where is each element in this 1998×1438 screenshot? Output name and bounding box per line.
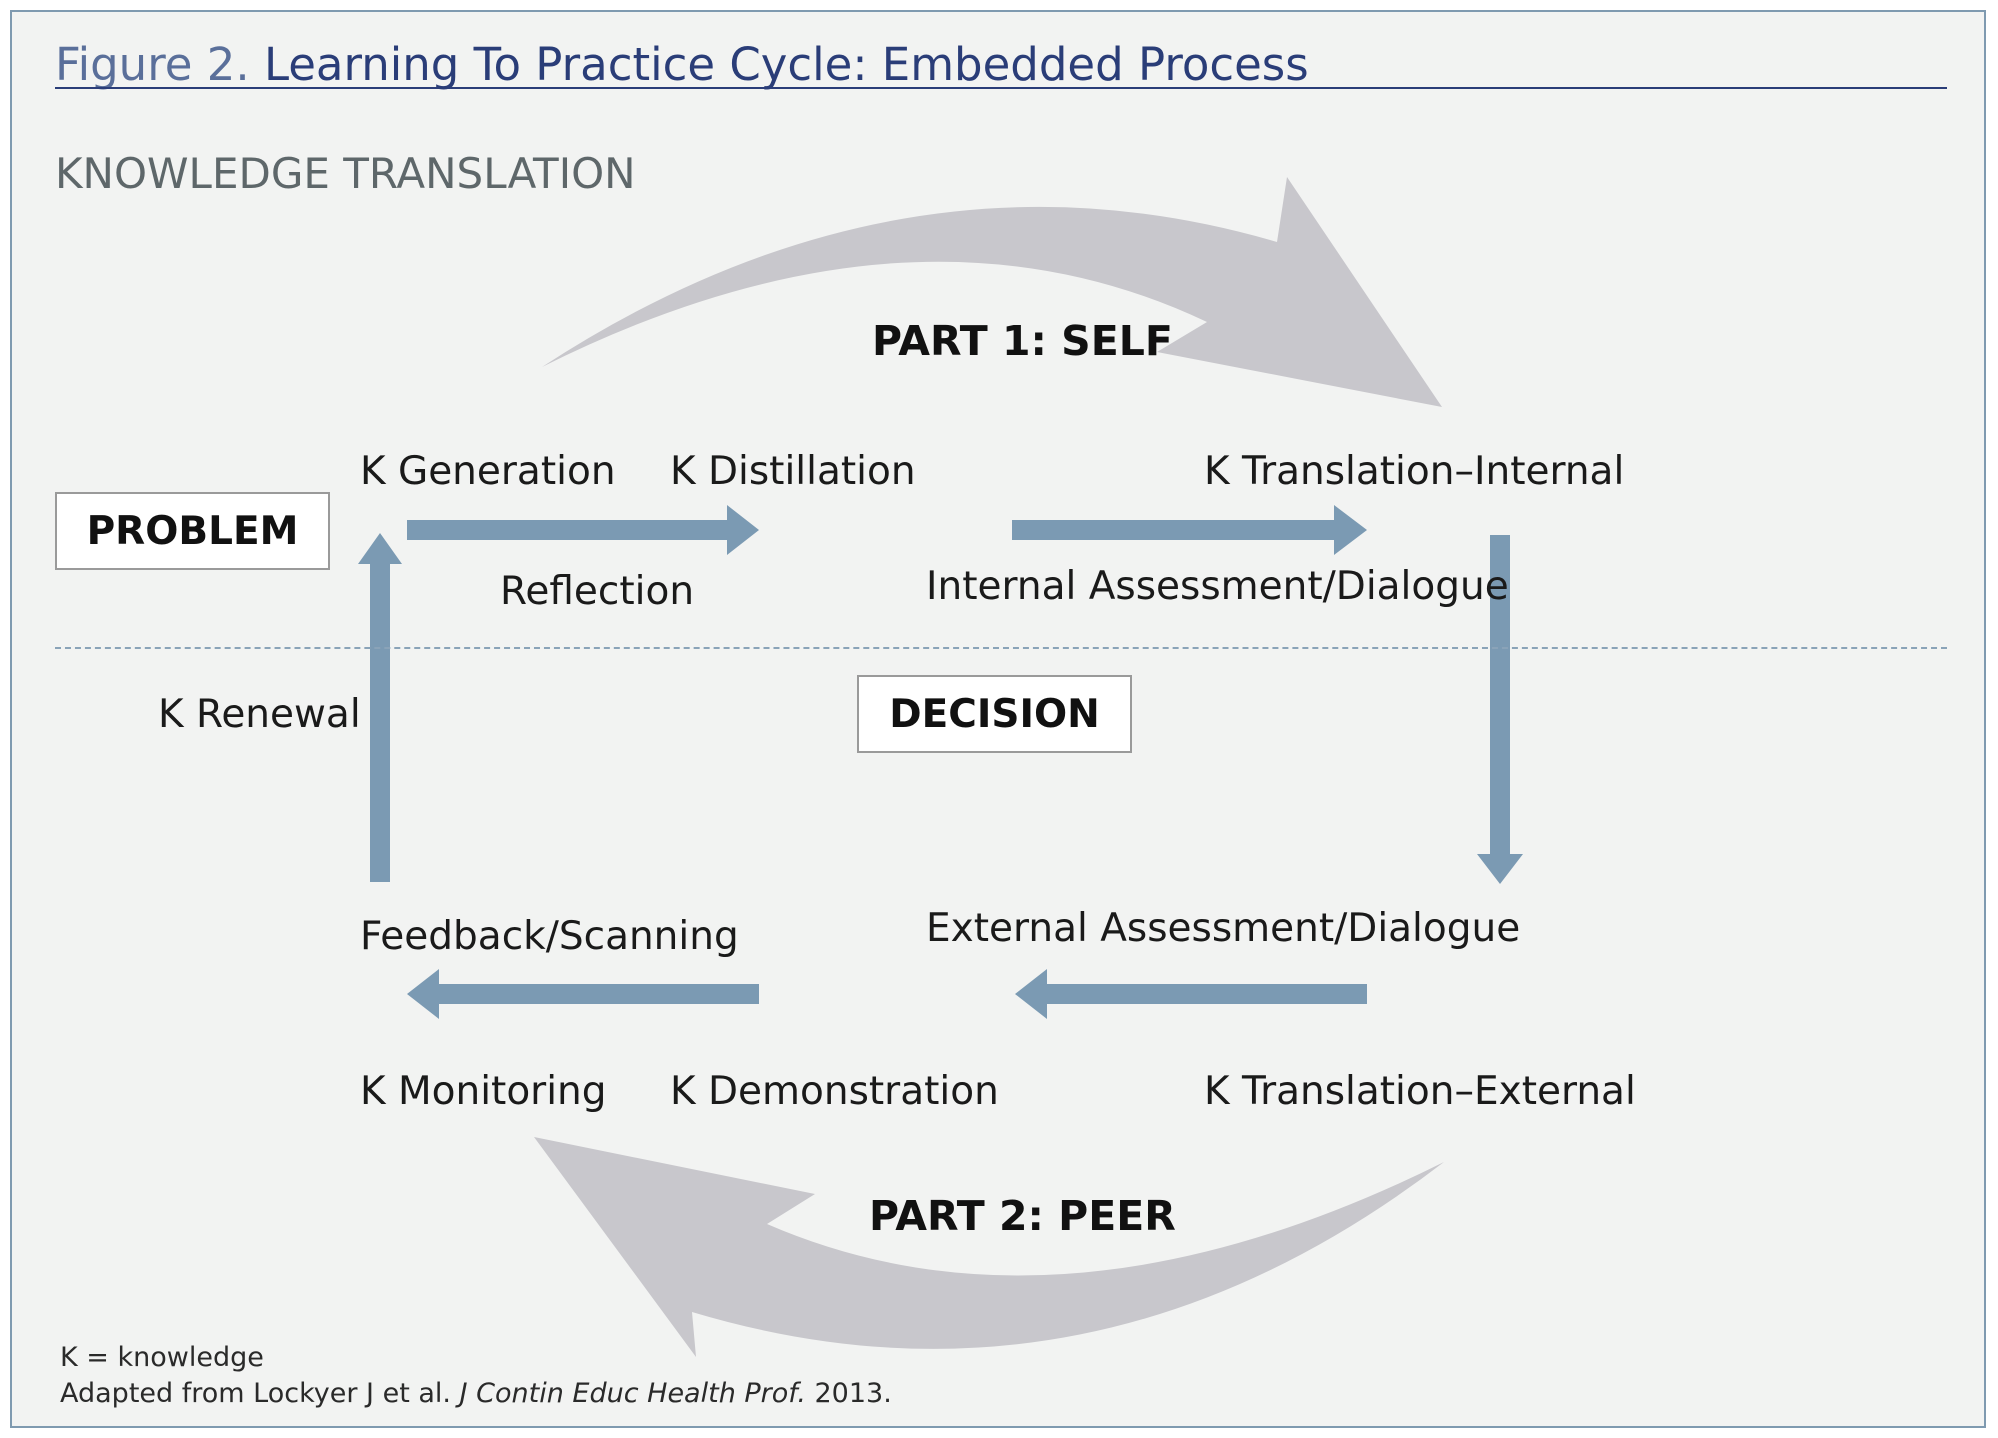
footnote-definition: K = knowledge bbox=[60, 1342, 264, 1373]
title-underline bbox=[55, 87, 1947, 89]
part2-curved-arrow bbox=[534, 1137, 1444, 1357]
stage-k-translation-internal: K Translation–Internal bbox=[1204, 449, 1625, 494]
stage-k-generation: K Generation bbox=[360, 449, 616, 494]
stage-reflection: Reflection bbox=[500, 569, 695, 614]
diagram-arrows bbox=[358, 177, 1523, 1357]
stage-feedback-scanning: Feedback/Scanning bbox=[360, 914, 739, 959]
arrow-assessment-to-internal bbox=[1012, 505, 1367, 555]
figure-title-text: Learning To Practice Cycle: Embedded Pro… bbox=[263, 38, 1309, 91]
figure-panel: Figure 2. Learning To Practice Cycle: Em… bbox=[10, 10, 1986, 1428]
footnote-source: Adapted from Lockyer J et al. J Contin E… bbox=[60, 1378, 892, 1409]
figure-title: Figure 2. Learning To Practice Cycle: Em… bbox=[55, 38, 1309, 91]
decision-box: DECISION bbox=[857, 675, 1132, 753]
stage-k-demonstration: K Demonstration bbox=[670, 1069, 999, 1114]
problem-box: PROBLEM bbox=[55, 492, 330, 570]
footnote-source-year: 2013. bbox=[814, 1378, 892, 1409]
arrow-generation-to-distillation bbox=[407, 505, 759, 555]
stage-k-translation-external: K Translation–External bbox=[1204, 1069, 1636, 1114]
stage-k-distillation: K Distillation bbox=[670, 449, 916, 494]
arrow-renewal-up bbox=[358, 533, 402, 882]
stage-k-renewal: K Renewal bbox=[158, 692, 361, 737]
part1-label: PART 1: SELF bbox=[872, 317, 1173, 365]
arrow-external-to-demonstration bbox=[1015, 969, 1367, 1019]
figure-number: Figure 2. bbox=[55, 38, 250, 91]
part1-curved-arrow bbox=[542, 177, 1442, 407]
self-peer-divider bbox=[55, 647, 1947, 649]
stage-internal-assessment: Internal Assessment/Dialogue bbox=[926, 564, 1509, 609]
arrow-internal-to-external bbox=[1477, 535, 1523, 884]
stage-external-assessment: External Assessment/Dialogue bbox=[926, 906, 1521, 951]
stage-k-monitoring: K Monitoring bbox=[360, 1069, 607, 1114]
section-label: KNOWLEDGE TRANSLATION bbox=[55, 149, 636, 198]
arrow-demonstration-to-monitoring bbox=[407, 969, 759, 1019]
part2-label: PART 2: PEER bbox=[869, 1192, 1176, 1240]
footnote-source-prefix: Adapted from Lockyer J et al. bbox=[60, 1378, 451, 1409]
footnote-source-journal: J Contin Educ Health Prof. bbox=[459, 1378, 806, 1409]
